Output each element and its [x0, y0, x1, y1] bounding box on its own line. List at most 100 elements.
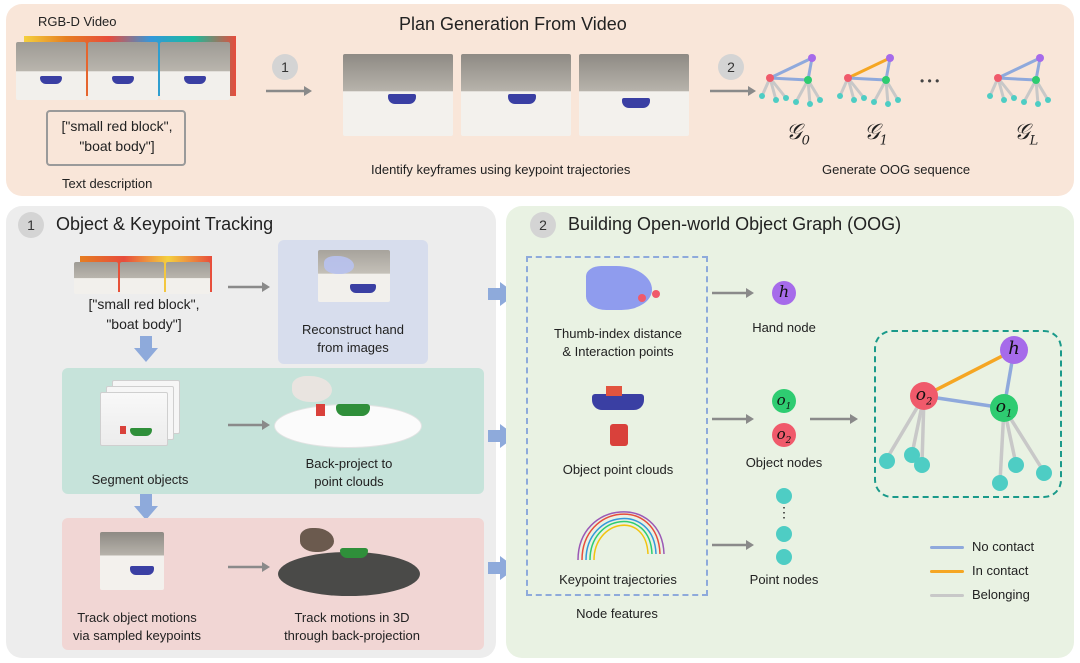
- track-image: [100, 532, 164, 590]
- g0-symbol: 𝒢0: [786, 120, 810, 149]
- text-line-1: ["small red block",: [61, 118, 173, 134]
- track3d-label-2: through back-projection: [284, 628, 420, 643]
- interaction-point-icon: [638, 294, 646, 302]
- tracking-text-line-1: ["small red block",: [88, 296, 200, 312]
- thumb-label-1: Thumb-index distance: [554, 326, 682, 341]
- point-nodes-vdots: ⋮: [777, 504, 791, 520]
- oog-graph-1: [837, 54, 901, 107]
- keyframe-caption: Identify keyframes using keypoint trajec…: [371, 162, 631, 177]
- gL-symbol: 𝒢L: [1014, 120, 1039, 149]
- green-boat-icon: [336, 404, 370, 416]
- graph-o2-node: o2: [910, 382, 938, 410]
- track-label-2: via sampled keypoints: [73, 628, 201, 643]
- legend-no-contact-label: No contact: [972, 539, 1035, 554]
- left-step-badge: 1: [18, 212, 44, 238]
- kp-traj-label: Keypoint trajectories: [559, 572, 677, 587]
- boat-icon: [388, 94, 416, 104]
- boat-icon: [112, 76, 134, 84]
- hand-point-cloud: [300, 528, 334, 552]
- segment-label: Segment objects: [91, 472, 189, 487]
- reconstruct-label-1: Reconstruct hand: [302, 322, 404, 337]
- text-description-label: Text description: [62, 176, 153, 191]
- to-track3d-arrow: [228, 562, 270, 572]
- graph-point-node: [914, 457, 930, 473]
- node-features-box: [526, 256, 708, 596]
- to-point-nodes-arrow: [712, 540, 754, 550]
- step-1-badge: 1: [272, 54, 298, 80]
- right-step-badge: 2: [530, 212, 556, 238]
- interaction-point-icon: [652, 290, 660, 298]
- red-block-icon: [120, 426, 126, 434]
- dark-point-cloud-disc: [278, 552, 420, 596]
- video-frame-1: [16, 42, 86, 100]
- hand-node-label: Hand node: [752, 320, 816, 335]
- to-backproject-arrow: [228, 420, 270, 430]
- hand-mesh-icon: [586, 266, 652, 310]
- tracking-video-frames: [74, 256, 212, 296]
- keypoint-trajectories-icon: [577, 511, 665, 561]
- video-frame-3: [160, 42, 230, 100]
- rgbd-video-label: RGB-D Video: [38, 14, 117, 29]
- oog-graph-0: [759, 54, 823, 107]
- track3d-label-1: Track motions in 3D: [294, 610, 410, 625]
- step-1-arrow: [266, 86, 312, 96]
- video-frame-2: [88, 42, 158, 100]
- legend-in-contact-swatch: [930, 570, 964, 573]
- thumb-label-2: & Interaction points: [562, 344, 674, 359]
- text-line-2: "boat body"]: [79, 138, 155, 154]
- down-arrow-2: [134, 494, 158, 520]
- red-block-icon: [316, 404, 325, 416]
- oog-graph-box: [874, 330, 1062, 498]
- text-description-box: [46, 110, 186, 166]
- red-block-point-cloud-icon: [610, 424, 628, 446]
- oog-caption: Generate OOG sequence: [822, 162, 971, 177]
- point-node-icon: [776, 488, 792, 504]
- to-hand-node-arrow: [712, 288, 754, 298]
- keyframe-3: [579, 54, 689, 136]
- object-node-o1-icon: o1: [772, 389, 796, 413]
- point-node-icon: [776, 526, 792, 542]
- legend-in-contact-label: In contact: [972, 563, 1029, 578]
- boat-cabin-icon: [606, 386, 622, 396]
- oog-graph-edges: [884, 348, 1046, 483]
- green-boat-icon: [340, 548, 368, 558]
- point-node-icon: [776, 549, 792, 565]
- backproject-label-2: point clouds: [314, 474, 384, 489]
- reconstruct-label-2: from images: [317, 340, 389, 355]
- graph-o1-node: o1: [990, 394, 1018, 422]
- oog-graph-L: [987, 54, 1051, 107]
- point-nodes-label: Point nodes: [749, 572, 819, 587]
- hand-node-icon: h: [772, 281, 796, 305]
- tracking-frame-3: [166, 262, 210, 294]
- boat-icon: [622, 98, 650, 108]
- tracking-text-line-2: "boat body"]: [106, 316, 182, 332]
- backproject-label-1: Back-project to: [305, 456, 393, 471]
- rgbd-video-frames: [16, 36, 236, 102]
- top-title: Plan Generation From Video: [399, 14, 627, 34]
- legend-belonging-label: Belonging: [972, 587, 1030, 602]
- down-arrow-1: [134, 336, 158, 362]
- graph-point-node: [1036, 465, 1052, 481]
- hand-mesh-icon: [324, 256, 354, 274]
- left-title: Object & Keypoint Tracking: [56, 214, 274, 234]
- boat-point-cloud-icon: [592, 394, 644, 410]
- step-2-badge: 2: [718, 54, 744, 80]
- step-2-arrow: [710, 86, 756, 96]
- tracking-frame-2: [120, 262, 164, 294]
- legend-belonging-swatch: [930, 594, 964, 597]
- graph-point-node: [879, 453, 895, 469]
- object-node-o2-icon: o2: [772, 423, 796, 447]
- boat-icon: [130, 566, 154, 575]
- connect-arrow-1: [488, 282, 516, 306]
- hand-point-cloud: [292, 376, 332, 402]
- boat-icon: [508, 94, 536, 104]
- graph-point-node: [992, 475, 1008, 491]
- green-boat-icon: [130, 428, 152, 436]
- object-nodes-label: Object nodes: [745, 455, 823, 470]
- segment-image: [100, 392, 168, 446]
- to-graph-arrow: [810, 414, 858, 424]
- g1-symbol: 𝒢1: [864, 120, 888, 149]
- node-features-label: Node features: [576, 606, 658, 621]
- boat-icon: [350, 284, 376, 293]
- boat-icon: [40, 76, 62, 84]
